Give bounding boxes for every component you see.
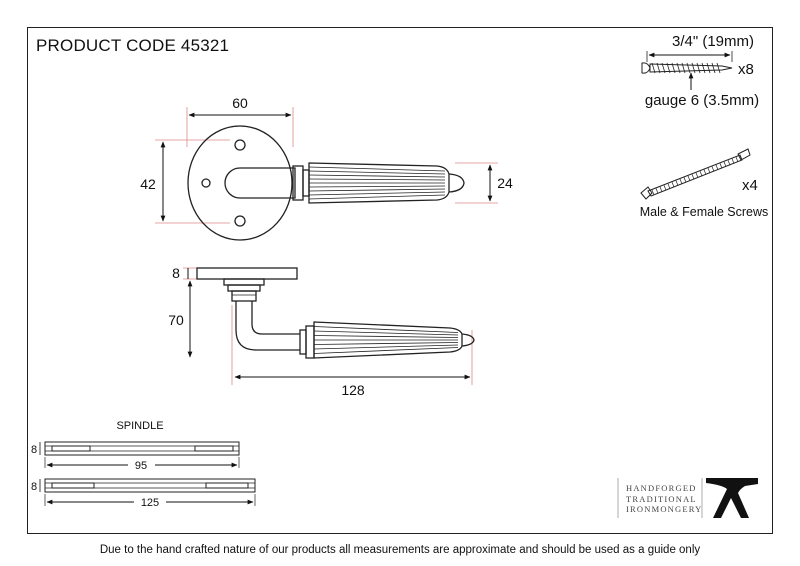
dim-rose-width: 60 [232, 95, 248, 111]
rose-side [196, 267, 298, 280]
dim-rose-depth: 8 [172, 265, 180, 281]
dim-lever-length: 128 [341, 382, 365, 398]
front-view [155, 107, 498, 241]
spindle-short [39, 441, 240, 468]
male-female-screws [640, 148, 751, 200]
brand-text: HANDFORGED TRADITIONAL IRONMONGERY [626, 483, 703, 514]
spindle-title: SPINDLE [116, 420, 163, 432]
spindle-short-length: 95 [135, 460, 147, 472]
bolt-qty: x4 [742, 177, 758, 194]
rose-plate [187, 125, 293, 241]
disclaimer: Due to the hand crafted nature of our pr… [99, 544, 701, 556]
product-code: PRODUCT CODE 45321 [36, 36, 230, 55]
spindle-long-length: 125 [141, 497, 159, 509]
dim-lever-end: 24 [497, 175, 513, 191]
wood-screw [641, 51, 733, 90]
anvil-logo-icon [706, 478, 758, 518]
wood-screw-gauge: gauge 6 (3.5mm) [645, 92, 759, 109]
dim-rose-height: 42 [140, 176, 156, 192]
drawing-frame [27, 27, 773, 534]
side-view [183, 267, 475, 385]
spindle-short-size: 8 [31, 444, 37, 456]
spindle-long [39, 478, 256, 506]
spindle-long-size: 8 [31, 481, 37, 493]
wood-screw-qty: x8 [738, 61, 754, 78]
wood-screw-length: 3/4" (19mm) [672, 33, 754, 50]
bolt-label: Male & Female Screws [640, 205, 769, 219]
dim-projection: 70 [168, 312, 184, 328]
